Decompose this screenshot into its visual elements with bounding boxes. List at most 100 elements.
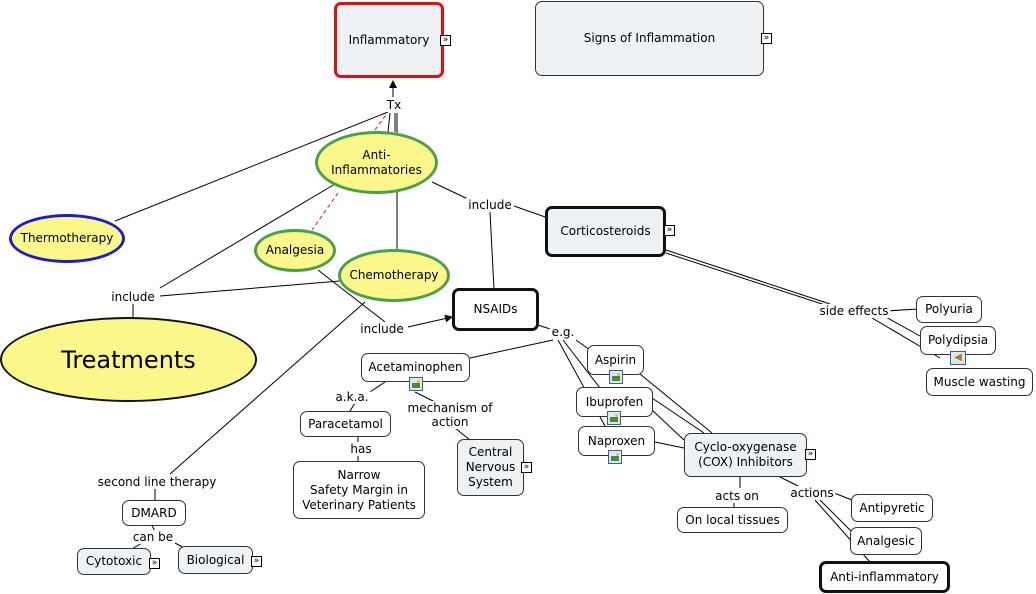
node-anti-inflammatory-label: Anti-inflammatory bbox=[830, 569, 939, 584]
node-cytotoxic-label: Cytotoxic bbox=[85, 554, 143, 568]
link-aka-paracetamol bbox=[349, 402, 356, 412]
expand-icon[interactable]: » bbox=[149, 558, 160, 569]
node-paracetamol-label: Paracetamol bbox=[308, 416, 383, 431]
link-eg-ibuprofen bbox=[562, 339, 601, 389]
node-signs-label: Signs of Inflammation bbox=[583, 31, 716, 45]
node-nsaids[interactable]: NSAIDs bbox=[452, 288, 539, 331]
audio-speaker-icon[interactable]: ◀ bbox=[950, 351, 966, 365]
node-muscle-wasting-label: Muscle wasting bbox=[933, 374, 1026, 389]
node-inflammatory[interactable]: Inflammatory bbox=[334, 2, 444, 78]
image-icon[interactable] bbox=[409, 377, 423, 391]
node-aspirin[interactable]: Aspirin bbox=[587, 345, 644, 375]
node-cox-inhibitors[interactable]: Cyclo-oxygenase (COX) Inhibitors bbox=[684, 433, 807, 477]
node-aspirin-label: Aspirin bbox=[594, 352, 637, 367]
node-treatments-label: Treatments bbox=[61, 345, 196, 374]
node-narrow-label: Narrow Safety Margin in Veterinary Patie… bbox=[302, 467, 416, 512]
node-polyuria-label: Polyuria bbox=[925, 302, 973, 316]
link-include-nsaids bbox=[489, 211, 495, 290]
link-cox-actions bbox=[779, 476, 801, 488]
link-label-has: has bbox=[348, 442, 374, 456]
link-label-eg: e.g. bbox=[549, 325, 577, 339]
link-label-acts-on: acts on bbox=[713, 489, 761, 503]
image-icon[interactable] bbox=[608, 450, 622, 464]
node-anti-inflammatory[interactable]: Anti-inflammatory bbox=[819, 561, 950, 593]
link-label-can-be: can be bbox=[130, 530, 176, 544]
expand-icon[interactable]: » bbox=[761, 33, 772, 44]
node-anti-inflammatories-label: Anti- Inflammatories bbox=[331, 147, 422, 177]
node-polydipsia[interactable]: Polydipsia bbox=[920, 326, 996, 355]
link-chemo-include-left bbox=[159, 280, 341, 297]
node-narrow-safety-margin[interactable]: Narrow Safety Margin in Veterinary Patie… bbox=[293, 461, 425, 519]
node-antipyretic-label: Antipyretic bbox=[859, 500, 925, 515]
node-treatments[interactable]: Treatments bbox=[0, 317, 257, 402]
link-sideeffects-polydipsia bbox=[883, 315, 921, 337]
link-acet-aka bbox=[369, 381, 386, 393]
link-ibuprofen-cox bbox=[651, 397, 705, 434]
link-label-side-effects: side effects bbox=[817, 304, 891, 318]
link-analgesia-include bbox=[317, 269, 386, 323]
node-analgesic[interactable]: Analgesic bbox=[850, 527, 922, 555]
link-label-mechanism: mechanism of action bbox=[405, 401, 495, 429]
link-label-second-line: second line therapy bbox=[95, 475, 219, 489]
expand-icon[interactable]: » bbox=[251, 556, 262, 567]
node-polyuria[interactable]: Polyuria bbox=[916, 296, 982, 323]
node-dmard-label: DMARD bbox=[131, 505, 177, 520]
link-chemo-secondline bbox=[169, 301, 366, 475]
link-actions-antipyretic bbox=[833, 492, 853, 501]
dashed-link-anti-tx bbox=[374, 111, 389, 131]
node-anti-inflammatories[interactable]: Anti- Inflammatories bbox=[315, 131, 438, 194]
link-eg-acet bbox=[469, 339, 554, 359]
node-central-nervous-system[interactable]: Central Nervous System bbox=[457, 439, 524, 496]
link-sideeffects-polyuria bbox=[885, 308, 919, 312]
node-inflammatory-label: Inflammatory bbox=[348, 32, 430, 47]
node-thermotherapy-label: Thermotherapy bbox=[20, 231, 114, 245]
node-cox-label: Cyclo-oxygenase (COX) Inhibitors bbox=[694, 440, 797, 469]
link-naproxen-cox bbox=[654, 441, 685, 449]
node-thermotherapy[interactable]: Thermotherapy bbox=[9, 214, 125, 263]
node-nsaids-label: NSAIDs bbox=[473, 302, 518, 316]
link-anti-tx-a bbox=[387, 112, 391, 133]
node-analgesia-label: Analgesia bbox=[265, 243, 325, 257]
expand-icon[interactable]: » bbox=[664, 225, 675, 236]
link-label-actions: actions bbox=[788, 486, 836, 500]
link-anti-include bbox=[431, 181, 471, 201]
dashed-link-anti-analgesia bbox=[311, 192, 339, 231]
node-analgesic-label: Analgesic bbox=[857, 533, 915, 548]
link-ibuprofen-cox2 bbox=[651, 409, 685, 441]
node-analgesia[interactable]: Analgesia bbox=[254, 229, 336, 272]
link-aspirin-cox bbox=[639, 373, 713, 434]
expand-icon[interactable]: » bbox=[521, 462, 532, 473]
node-biological[interactable]: Biological bbox=[178, 546, 253, 574]
node-signs-of-inflammation[interactable]: Signs of Inflammation bbox=[535, 1, 764, 76]
link-acet-mechanism bbox=[414, 391, 436, 403]
node-acetaminophen-label: Acetaminophen bbox=[368, 360, 463, 374]
image-icon[interactable] bbox=[609, 370, 623, 384]
node-corticosteroids-label: Corticosteroids bbox=[560, 224, 651, 238]
expand-icon[interactable]: » bbox=[440, 35, 451, 46]
node-cytotoxic[interactable]: Cytotoxic bbox=[77, 548, 151, 575]
node-on-local-tissues[interactable]: On local tissues bbox=[677, 507, 788, 533]
node-paracetamol[interactable]: Paracetamol bbox=[300, 411, 391, 437]
link-anti-include-left bbox=[159, 183, 336, 289]
link-cortico-sideeffects2 bbox=[665, 252, 829, 307]
node-acetaminophen[interactable]: Acetaminophen bbox=[361, 353, 470, 382]
link-label-include-left: include bbox=[109, 290, 157, 304]
link-mechanism-cns bbox=[454, 427, 471, 441]
node-ibuprofen-label: Ibuprofen bbox=[585, 394, 644, 409]
node-local-tissues-label: On local tissues bbox=[685, 512, 780, 527]
link-include-nsaids-arrow bbox=[407, 314, 453, 328]
expand-icon[interactable]: » bbox=[805, 449, 816, 460]
link-label-tx: Tx bbox=[384, 98, 404, 112]
node-chemotherapy[interactable]: Chemotherapy bbox=[338, 249, 450, 302]
node-muscle-wasting[interactable]: Muscle wasting bbox=[926, 368, 1033, 396]
node-naproxen-label: Naproxen bbox=[587, 433, 646, 448]
node-biological-label: Biological bbox=[186, 552, 245, 567]
image-icon[interactable] bbox=[607, 411, 621, 425]
node-antipyretic[interactable]: Antipyretic bbox=[851, 494, 933, 522]
node-corticosteroids[interactable]: Corticosteroids bbox=[545, 206, 666, 257]
node-polydipsia-label: Polydipsia bbox=[927, 333, 989, 347]
node-dmard[interactable]: DMARD bbox=[122, 500, 186, 526]
link-thermotherapy-tx bbox=[114, 111, 389, 222]
node-cns-label: Central Nervous System bbox=[465, 445, 516, 489]
node-chemotherapy-label: Chemotherapy bbox=[349, 268, 439, 282]
